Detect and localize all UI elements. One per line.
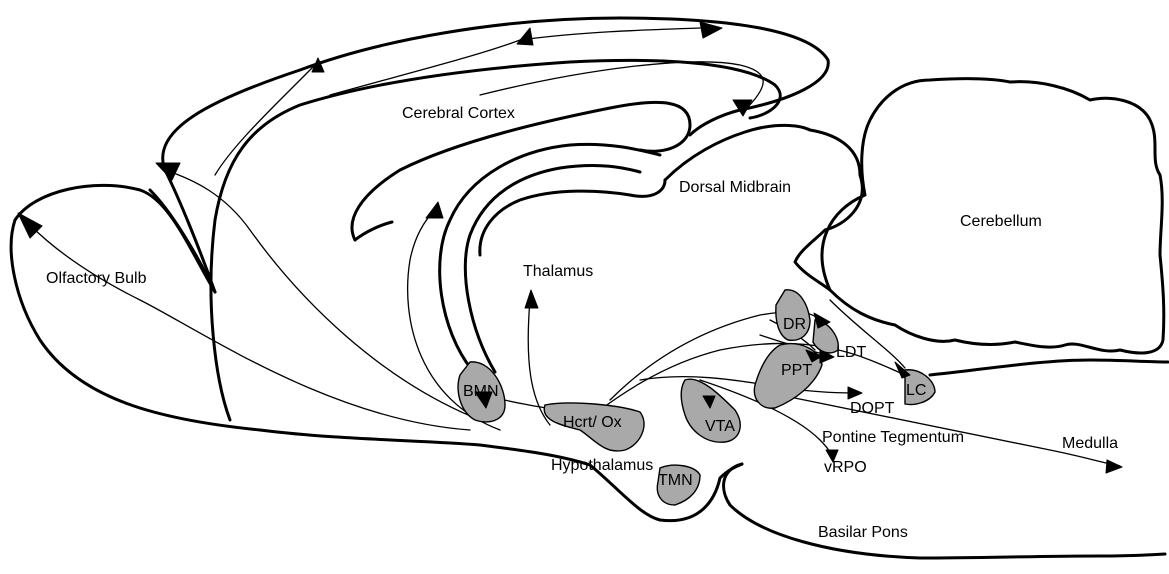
arrowhead-thalamus (525, 290, 538, 308)
projection-dopt (640, 377, 860, 393)
cortex-outline (163, 18, 829, 292)
brainstem-outline (724, 464, 1165, 558)
label-bmn: BMN (463, 383, 499, 400)
label-lc: LC (906, 382, 926, 399)
arrowhead-olfactory (18, 213, 42, 238)
label-basilar-pons: Basilar Pons (818, 524, 908, 541)
arrowhead-medulla (1106, 460, 1122, 473)
label-tmn: TMN (658, 472, 693, 489)
arrowhead-cortex-top-right (700, 22, 722, 38)
label-hcrt-ox: Hcrt/ Ox (563, 414, 622, 431)
hippocampus-inner (355, 222, 392, 240)
label-cerebellum: Cerebellum (960, 213, 1042, 230)
arrowhead-hippocampus (426, 202, 443, 218)
projection-olfactory (30, 225, 470, 430)
projection-cortex-top (215, 62, 318, 175)
label-hypothalamus: Hypothalamus (551, 457, 653, 474)
label-dopt: DOPT (850, 400, 895, 417)
label-medulla: Medulla (1062, 435, 1118, 452)
medulla-outline (930, 360, 1168, 375)
hippocampal-hook (480, 180, 665, 255)
label-ldt: LDT (836, 344, 866, 361)
label-dr: DR (783, 316, 806, 333)
label-vta: VTA (705, 418, 735, 435)
label-dorsal-midbrain: Dorsal Midbrain (679, 179, 791, 196)
label-ppt: PPT (781, 362, 812, 379)
midbrain-outline (665, 125, 862, 290)
arrowhead-dopt (848, 387, 862, 399)
label-thalamus: Thalamus (523, 263, 593, 280)
arrowhead-cortex-top-mid (517, 28, 533, 45)
fornix-outer (440, 144, 660, 370)
label-vrpo: vRPO (824, 459, 867, 476)
label-cerebral-cortex: Cerebral Cortex (402, 105, 515, 122)
label-pontine-tegmentum: Pontine Tegmentum (822, 429, 964, 446)
label-olfactory-bulb: Olfactory Bulb (46, 270, 147, 287)
projection-cortex-loop (480, 62, 763, 110)
